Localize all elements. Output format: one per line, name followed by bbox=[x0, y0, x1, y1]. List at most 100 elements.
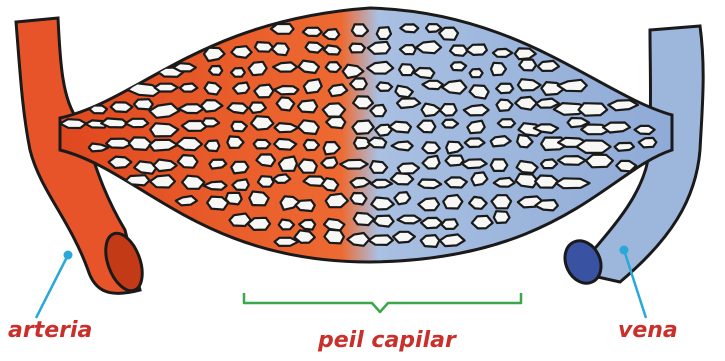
tissue-space bbox=[324, 230, 344, 244]
tissue-space bbox=[370, 161, 387, 173]
tissue-space bbox=[249, 192, 268, 206]
tissue-space bbox=[541, 159, 557, 168]
tissue-space bbox=[271, 24, 294, 34]
vein-label: vena bbox=[618, 318, 678, 343]
tissue-space bbox=[472, 216, 493, 229]
tissue-space bbox=[352, 121, 373, 134]
tissue-space bbox=[226, 193, 242, 205]
tissue-space bbox=[519, 60, 536, 71]
tissue-space bbox=[422, 142, 440, 153]
tissue-space bbox=[615, 143, 634, 151]
tissue-space bbox=[639, 138, 657, 148]
tissue-space bbox=[377, 82, 393, 91]
tissue-space bbox=[391, 173, 413, 184]
tissue-space bbox=[494, 211, 510, 223]
tissue-space bbox=[493, 49, 512, 57]
tissue-space bbox=[535, 176, 558, 188]
tissue-space bbox=[295, 200, 314, 211]
tissue-space bbox=[556, 178, 590, 188]
tissue-space bbox=[352, 24, 368, 36]
tissue-space bbox=[492, 195, 512, 208]
tissue-space bbox=[377, 27, 391, 39]
tissue-space bbox=[421, 218, 442, 228]
tissue-space bbox=[491, 63, 506, 75]
tissue-space bbox=[324, 45, 341, 54]
tissue-space bbox=[180, 84, 198, 92]
tissue-space bbox=[129, 137, 152, 150]
tissue-space bbox=[101, 118, 127, 127]
tissue-space bbox=[635, 126, 655, 134]
tissue-space bbox=[351, 193, 367, 205]
vein-pointer-dot bbox=[620, 246, 629, 255]
tissue-space bbox=[451, 62, 466, 70]
tissue-space bbox=[249, 62, 267, 75]
tissue-space bbox=[421, 235, 440, 247]
tissue-space bbox=[470, 69, 483, 77]
tissue-space bbox=[231, 46, 251, 58]
tissue-space bbox=[298, 159, 317, 172]
tissue-space bbox=[577, 140, 611, 153]
tissue-space bbox=[126, 119, 149, 127]
tissue-space bbox=[371, 180, 392, 188]
tissue-space bbox=[326, 194, 348, 208]
tissue-space bbox=[179, 104, 204, 113]
artery-pointer-line bbox=[36, 255, 68, 318]
tissue-space bbox=[536, 99, 559, 108]
tissue-space bbox=[350, 78, 367, 89]
tissue-space bbox=[399, 64, 414, 75]
tissue-space bbox=[450, 46, 468, 56]
tissue-space bbox=[231, 162, 248, 174]
tissue-space bbox=[497, 100, 513, 111]
tissue-space bbox=[586, 155, 613, 168]
tissue-space bbox=[202, 118, 219, 126]
tissue-space bbox=[323, 103, 346, 116]
tissue-space bbox=[227, 136, 243, 148]
tissue-space bbox=[616, 161, 636, 172]
tissue-space bbox=[439, 28, 458, 40]
tissue-space bbox=[398, 163, 419, 173]
tissue-space bbox=[326, 62, 341, 72]
tissue-space bbox=[445, 177, 467, 187]
tissue-space bbox=[209, 160, 226, 169]
tissue-space bbox=[400, 45, 416, 54]
capillary-bed-label: peil capilar bbox=[318, 328, 456, 353]
tissue-space bbox=[442, 219, 458, 229]
tissue-space bbox=[109, 157, 132, 168]
tissue-space bbox=[498, 119, 515, 127]
tissue-space bbox=[60, 119, 86, 128]
tissue-space bbox=[496, 84, 513, 94]
tissue-space bbox=[209, 66, 222, 75]
tissue-space bbox=[231, 68, 245, 77]
tissue-space bbox=[258, 176, 274, 187]
tissue-space bbox=[111, 102, 133, 112]
tissue-space bbox=[400, 24, 418, 32]
tissue-space bbox=[398, 216, 421, 224]
tissue-space bbox=[232, 122, 247, 132]
tissue-space bbox=[155, 84, 178, 92]
tissue-space bbox=[134, 99, 153, 109]
tissue-space bbox=[442, 120, 458, 128]
artery-pointer-dot bbox=[64, 251, 73, 260]
tissue-space bbox=[255, 42, 273, 52]
tissue-space bbox=[303, 28, 322, 36]
tissue-space bbox=[538, 61, 559, 71]
tissue-space bbox=[558, 156, 586, 165]
tissue-space bbox=[440, 104, 457, 116]
tissue-space bbox=[418, 180, 441, 189]
tissue-space bbox=[254, 140, 271, 149]
tissue-space bbox=[304, 140, 319, 150]
capillary-bed-brace bbox=[244, 293, 521, 312]
tissue-space bbox=[422, 81, 443, 89]
tissue-space bbox=[491, 159, 508, 171]
tissue-space bbox=[353, 96, 373, 108]
tissue-space bbox=[340, 160, 368, 169]
tissue-space bbox=[443, 195, 462, 209]
tissue-space bbox=[465, 138, 485, 147]
tissue-space bbox=[579, 103, 608, 116]
tissue-space bbox=[251, 116, 273, 130]
tissue-space bbox=[205, 141, 220, 152]
tissue-space bbox=[248, 218, 270, 230]
tissue-space bbox=[374, 216, 394, 227]
tissue-space bbox=[298, 100, 317, 112]
